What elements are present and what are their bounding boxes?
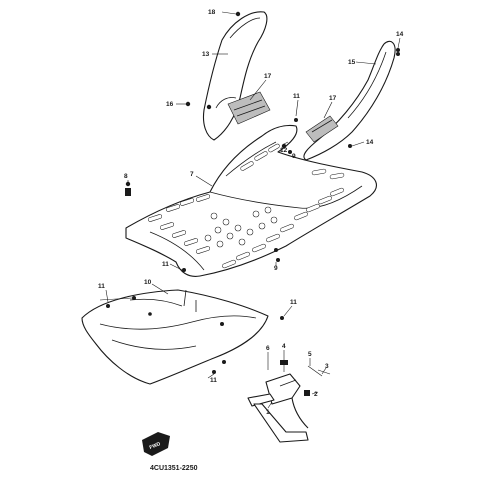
callout-13: 13 — [202, 51, 210, 58]
callout-14b: 14 — [366, 139, 374, 146]
callout-8: 8 — [124, 173, 128, 180]
floor-holes — [204, 206, 278, 248]
stand-hardware — [267, 356, 331, 396]
callout-6: 6 — [266, 345, 270, 352]
callout-11c: 11 — [98, 283, 105, 290]
callout-3: 3 — [325, 363, 329, 370]
callout-9b: 9 — [274, 265, 278, 272]
floor-slots — [147, 143, 345, 269]
callout-16: 16 — [166, 101, 174, 108]
callout-11a: 11 — [293, 93, 300, 100]
pad-left — [227, 91, 271, 125]
callout-11e: 11 — [210, 377, 217, 384]
floor-board — [125, 124, 377, 277]
callout-5: 5 — [308, 351, 312, 358]
callout-10: 10 — [144, 279, 152, 286]
callout-11b: 11 — [162, 261, 169, 268]
callout-7: 7 — [190, 171, 194, 178]
side-cover-left — [202, 11, 268, 141]
fasteners — [106, 11, 400, 374]
callout-18a: 18 — [208, 9, 216, 16]
callout-17b: 17 — [329, 95, 337, 102]
fwd-arrow-icon: FWD — [142, 432, 170, 456]
callout-14a: 14 — [396, 31, 404, 38]
leader-lines — [99, 11, 401, 409]
callout-11d: 11 — [290, 299, 297, 306]
under-cover — [81, 289, 269, 385]
callout-2: 2 — [314, 391, 318, 398]
main-stand — [247, 373, 309, 443]
pad-right — [305, 115, 339, 143]
diagram-code: 4CU1351-2250 — [150, 465, 198, 472]
fwd-label: FWD — [149, 441, 162, 451]
callout-12: 12 — [280, 147, 288, 154]
callout-1: 1 — [266, 409, 270, 416]
callout-17a: 17 — [264, 73, 272, 80]
callout-4: 4 — [282, 343, 286, 350]
callout-15: 15 — [348, 59, 356, 66]
callout-9a: 9 — [292, 153, 296, 160]
callout-labels: 18 13 17 16 14 15 11 17 12 9 14 7 8 11 9… — [98, 9, 404, 416]
